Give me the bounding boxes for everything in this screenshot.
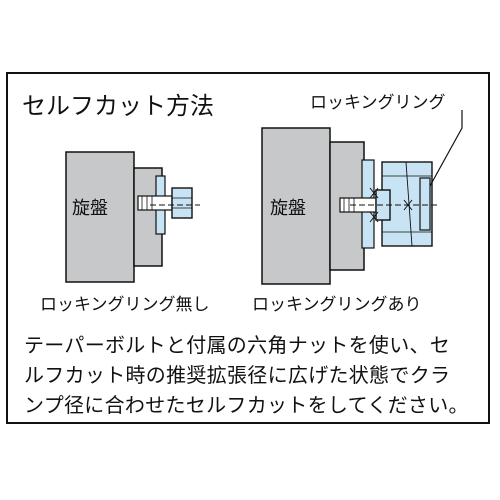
clamp-marks (369, 187, 379, 223)
lathe-label-right: 旋盤 (270, 198, 306, 219)
callout-leader-line (429, 110, 463, 187)
hex-nut-left (171, 187, 193, 219)
taper-bolt-left (137, 195, 173, 211)
caption-right: ロッキングリングあり (252, 295, 422, 315)
caption-left: ロッキングリング無し (40, 295, 210, 315)
left-figure: 旋盤 ロッキングリング無し (40, 151, 210, 315)
description-line-3: ンプ径に合わせたセルフカットをしてください。 (24, 393, 469, 417)
lathe-body-right (261, 127, 331, 285)
diagram-title: セルフカット方法 (22, 92, 214, 120)
lathe-body-left (65, 151, 135, 283)
description-text: テーパーボルトと付属の六角ナットを使い、セ ルフカット時の推奨拡張径に広げた状態… (24, 330, 484, 420)
locking-ring-lip (419, 177, 431, 231)
description-line-1: テーパーボルトと付属の六角ナットを使い、セ (24, 333, 451, 357)
right-figure: 旋盤 ロッキングリング ロッキングリングあり (252, 93, 463, 315)
description-line-2: ルフカット時の推奨拡張径に広げた状態でクラ (24, 363, 451, 387)
lathe-label-left: 旋盤 (72, 198, 108, 219)
callout-locking-ring: ロッキングリング (310, 93, 446, 113)
